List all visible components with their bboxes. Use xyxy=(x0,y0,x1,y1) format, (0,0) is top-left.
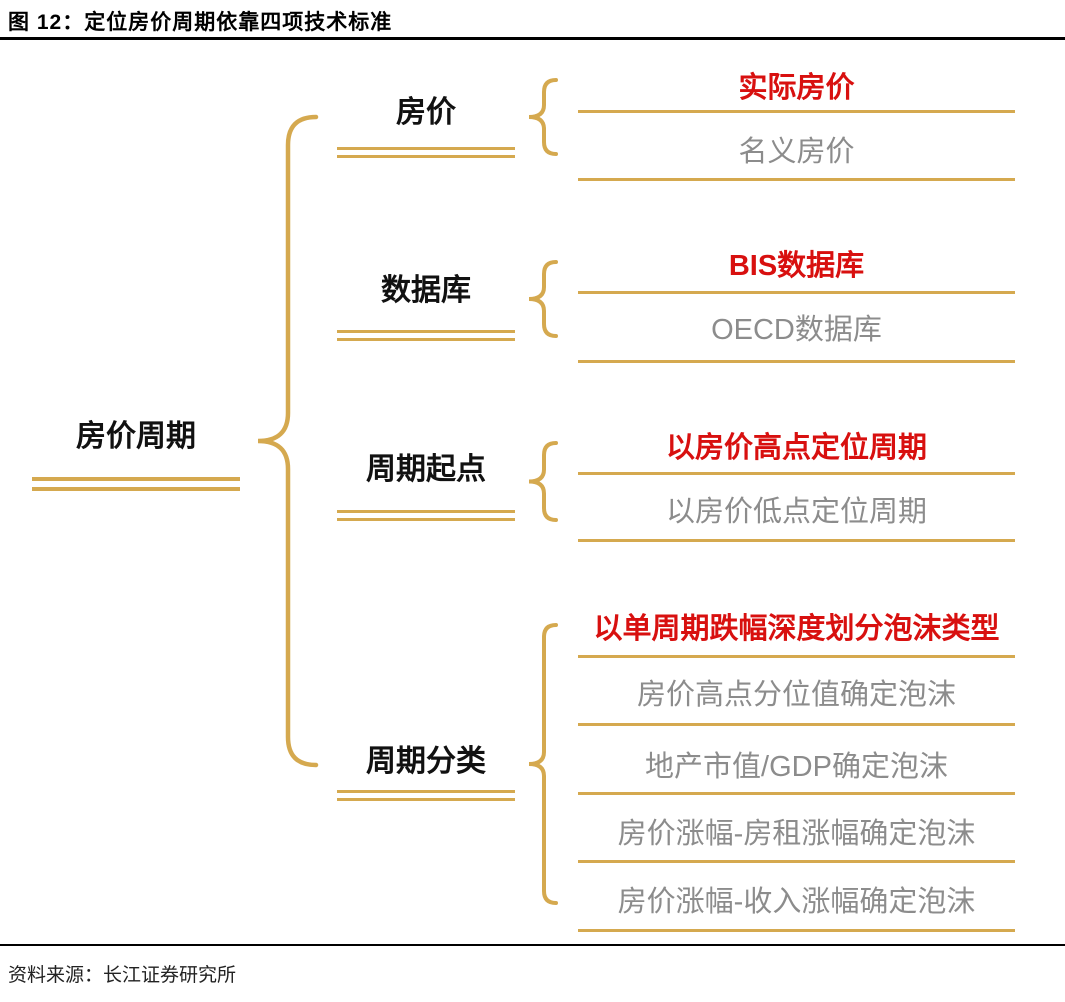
source-attribution: 资料来源：长江证券研究所 xyxy=(8,965,237,986)
leaf-underline xyxy=(578,655,1015,658)
title-divider-rule xyxy=(0,37,1065,40)
root-node-label: 房价周期 xyxy=(76,420,196,453)
leaf-underline xyxy=(578,291,1015,294)
leaf-item: 房价高点分位值确定泡沫 xyxy=(636,679,956,711)
leaf-item: 房价涨幅-收入涨幅确定泡沫 xyxy=(617,886,976,918)
leaf-underline xyxy=(578,178,1015,181)
main-brace-connector xyxy=(257,114,319,768)
branch-brace-connector xyxy=(528,78,558,156)
leaf-underline xyxy=(578,792,1015,795)
leaf-underline xyxy=(578,929,1015,932)
leaf-underline xyxy=(578,539,1015,542)
leaf-underline xyxy=(578,360,1015,363)
branch-label-cycle-classification: 周期分类 xyxy=(366,745,486,778)
branch-brace-connector xyxy=(528,260,558,338)
footer-divider-rule xyxy=(0,944,1065,946)
branch-brace-connector xyxy=(528,623,558,905)
branch-underline xyxy=(337,790,515,801)
branch-underline xyxy=(337,147,515,158)
leaf-item: 以单周期跌幅深度划分泡沫类型 xyxy=(593,613,1000,645)
leaf-item: 以房价高点定位周期 xyxy=(665,432,927,464)
leaf-item: BIS数据库 xyxy=(728,250,865,282)
leaf-item: 实际房价 xyxy=(738,72,855,104)
branch-label-house-price: 房价 xyxy=(396,96,456,129)
root-node-underline xyxy=(32,477,240,491)
leaf-underline xyxy=(578,472,1015,475)
leaf-item: OECD数据库 xyxy=(711,314,882,346)
branch-label-cycle-start: 周期起点 xyxy=(366,453,486,486)
branch-label-database: 数据库 xyxy=(381,274,471,307)
leaf-item: 以房价低点定位周期 xyxy=(665,496,927,528)
leaf-item: 名义房价 xyxy=(738,136,855,168)
leaf-underline xyxy=(578,110,1015,113)
leaf-item: 地产市值/GDP确定泡沫 xyxy=(645,751,948,783)
branch-brace-connector xyxy=(528,441,558,522)
branch-underline xyxy=(337,330,515,341)
leaf-underline xyxy=(578,860,1015,863)
figure-title: 图 12：定位房价周期依靠四项技术标准 xyxy=(8,11,393,34)
leaf-underline xyxy=(578,723,1015,726)
branch-underline xyxy=(337,510,515,521)
leaf-item: 房价涨幅-房租涨幅确定泡沫 xyxy=(617,818,976,850)
